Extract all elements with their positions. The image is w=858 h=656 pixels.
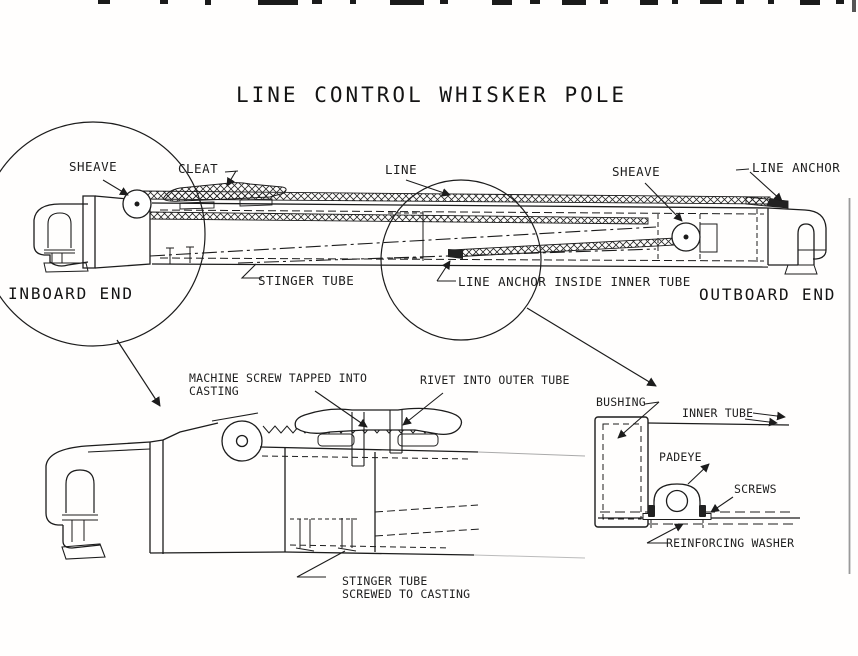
- detail-bushing: [594, 416, 649, 528]
- cropped-text-fragments: [98, 0, 844, 5]
- label-sheave-left: SHEAVE: [69, 159, 118, 174]
- detail-circle-middle: [380, 179, 542, 341]
- label-inner-tube: INNER TUBE: [682, 406, 754, 420]
- outer-tube-top: [151, 202, 769, 209]
- leader-outboard-detail: [526, 307, 657, 387]
- main-view-leaders: [102, 168, 783, 282]
- label-stinger-screwed-line2: SCREWED TO CASTING: [342, 587, 471, 601]
- label-line-anchor: LINE ANCHOR: [752, 160, 841, 175]
- detail-sheave-hub: [235, 434, 249, 448]
- label-stinger-screwed-line1: STINGER TUBE: [342, 574, 428, 588]
- label-bushing: BUSHING: [596, 395, 646, 409]
- detail-circle-inboard: [0, 121, 206, 347]
- stinger-taper-upper: [149, 226, 657, 257]
- cleat-shape: [162, 182, 287, 210]
- detail-jaw: [45, 441, 151, 560]
- label-line: LINE: [385, 162, 418, 177]
- label-padeye: PADEYE: [659, 450, 702, 464]
- label-sheave-right: SHEAVE: [612, 164, 661, 179]
- inboard-detail-leaders: [296, 390, 444, 578]
- inboard-casting: [82, 195, 194, 269]
- detail-sheave: [221, 420, 263, 462]
- label-inboard-end: INBOARD END: [8, 284, 134, 303]
- inboard-detail-linework: [45, 390, 586, 578]
- line-anchor-inner-mark: [448, 249, 463, 259]
- label-rivet: RIVET INTO OUTER TUBE: [420, 373, 570, 387]
- padeye-screw-left: [648, 505, 655, 517]
- label-reinforcing-washer: REINFORCING WASHER: [666, 536, 795, 550]
- detail-tube: [259, 446, 586, 559]
- detail-cleat: [294, 407, 463, 467]
- outboard-detail-linework: [594, 401, 800, 544]
- diagram-title: LINE CONTROL WHISKER POLE: [236, 83, 628, 107]
- line-rope-inside: [149, 211, 649, 225]
- label-cleat: CLEAT: [178, 161, 219, 176]
- detail-casting: [149, 412, 286, 554]
- padeye-screw-right: [699, 505, 706, 517]
- label-outboard-end: OUTBOARD END: [699, 285, 837, 304]
- outer-tube-bottom: [151, 263, 769, 268]
- leader-inboard-detail: [116, 339, 161, 407]
- label-machine-screw-line1: MACHINE SCREW TAPPED INTO: [189, 371, 368, 385]
- stinger-taper-lower: [237, 248, 657, 264]
- inboard-jaw: [33, 203, 89, 273]
- outboard-fitting: [756, 207, 827, 275]
- label-screws: SCREWS: [734, 482, 777, 496]
- detail-rope-zigzag: [262, 425, 444, 434]
- detail-padeye: [642, 483, 712, 530]
- line-rope-return: [451, 237, 677, 258]
- label-machine-screw-line2: CASTING: [189, 384, 239, 398]
- main-view-linework: [0, 121, 827, 407]
- detail-stinger-screws: [290, 518, 360, 552]
- label-stinger-tube: STINGER TUBE: [258, 273, 355, 288]
- outboard-detail-leaders: [617, 401, 734, 544]
- label-line-anchor-inside: LINE ANCHOR INSIDE INNER TUBE: [458, 274, 691, 289]
- scan-corner-mark: [852, 0, 856, 12]
